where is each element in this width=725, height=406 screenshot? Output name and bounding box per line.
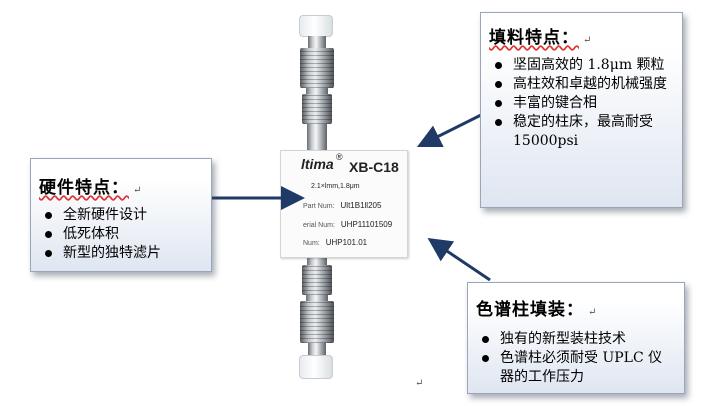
label-registered-mark: ® <box>336 152 343 162</box>
hardware-features-box: 硬件特点：↵ 全新硬件设计 低死体积 新型的独特滤片 <box>30 158 212 272</box>
paragraph-mark: ↵ <box>415 378 424 389</box>
bottom-ferrule <box>308 343 326 355</box>
arrow-packing <box>416 110 488 148</box>
label-row: Part Num:Ult1B1ll205 <box>303 201 382 210</box>
packing-technology-title: 色谱柱填装： <box>476 300 584 320</box>
list-item: 稳定的柱床，最高耐受 15000psi <box>489 113 672 151</box>
bottom-fitting <box>302 265 332 295</box>
list-item: 独有的新型装柱技术 <box>476 330 676 349</box>
label-row: Num:UHP101.01 <box>303 238 368 247</box>
list-item: 全新硬件设计 <box>39 206 203 225</box>
top-fitting <box>302 94 332 124</box>
label-spec: 2.1×lmm,1.8μm <box>311 183 360 190</box>
packing-technology-box: 色谱柱填装：↵ 独有的新型装柱技术 色谱柱必须耐受 UPLC 仪器的工作压力 <box>467 282 685 394</box>
list-item: 丰富的键合相 <box>489 94 672 113</box>
bottom-nut <box>300 301 334 343</box>
list-item: 坚固高效的 1.8μm 颗粒 <box>489 56 672 75</box>
top-collar <box>306 88 328 94</box>
packing-features-box: 填料特点：↵ 坚固高效的 1.8μm 颗粒 高柱效和卓越的机械强度 丰富的键合相… <box>480 12 683 208</box>
list-item: 色谱柱必须耐受 UPLC 仪器的工作压力 <box>476 349 676 387</box>
bottom-collar <box>306 295 328 301</box>
packing-features-title: 填料特点： <box>489 28 579 48</box>
label-row: erial Num:UHP11101509 <box>303 220 393 229</box>
arrow-packing-tech <box>427 237 491 282</box>
bottom-end-cap <box>299 355 333 379</box>
top-nut <box>300 48 334 88</box>
list-item: 高柱效和卓越的机械强度 <box>489 75 672 94</box>
list-item: 低死体积 <box>39 225 203 244</box>
top-ferrule <box>308 36 326 48</box>
label-brand: ltima <box>301 156 334 172</box>
hardware-features-title: 硬件特点： <box>39 178 129 198</box>
list-item: 新型的独特滤片 <box>39 244 203 263</box>
label-model: XB-C18 <box>349 159 399 175</box>
